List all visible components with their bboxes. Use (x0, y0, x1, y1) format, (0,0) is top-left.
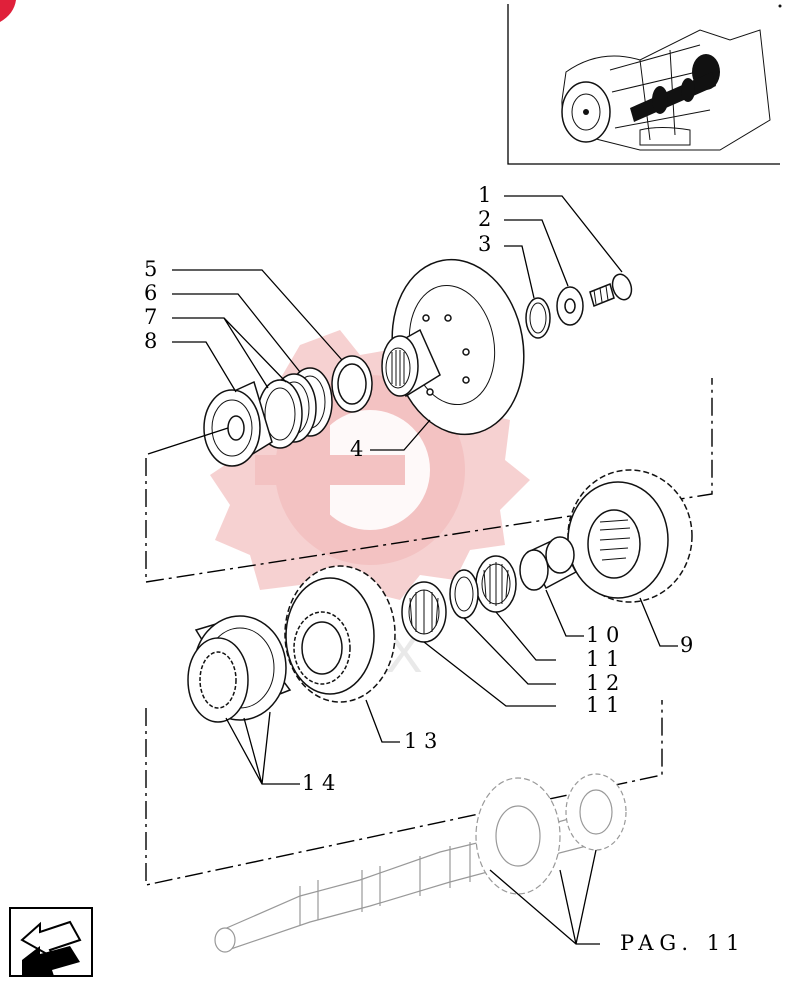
part-needle-bearing-a[interactable] (475, 555, 517, 613)
part-thrust-ring[interactable] (449, 569, 479, 619)
part-synchronizer[interactable] (187, 615, 292, 723)
part-needle-bearing-b[interactable] (401, 581, 447, 643)
callout-2: 2 (478, 207, 491, 231)
callout-8: 8 (144, 329, 157, 353)
part-bolt[interactable] (589, 272, 635, 308)
callout-7: 7 (144, 305, 157, 329)
part-sleeve[interactable] (519, 536, 578, 591)
inset-locator-view (507, 4, 782, 165)
callout-labels: 1 2 3 4 5 6 7 8 9 1 0 1 1 1 2 1 1 1 3 1 … (144, 183, 693, 795)
callout-5: 5 (144, 257, 157, 281)
main-shaft (214, 773, 627, 953)
callout-1: 1 (478, 183, 491, 207)
corner-mark (0, 0, 16, 22)
part-washer[interactable] (556, 286, 584, 326)
callout-6: 6 (144, 281, 157, 305)
arrow-down-left-icon[interactable] (9, 907, 93, 977)
callout-13: 1 3 (404, 729, 437, 753)
callout-11a: 1 1 (586, 647, 619, 671)
callout-9: 9 (680, 633, 693, 657)
callout-3: 3 (478, 232, 491, 256)
page-label: PAG. 11 (620, 931, 745, 955)
part-seal-ring[interactable] (331, 355, 373, 413)
part-gear[interactable] (284, 565, 396, 703)
part-flange-hub[interactable] (379, 249, 538, 445)
group-frame-top (145, 378, 713, 583)
leader-lines (147, 195, 678, 945)
part-o-ring[interactable] (525, 297, 551, 339)
part-bearing[interactable] (203, 380, 273, 467)
callout-11b: 1 1 (586, 693, 619, 717)
group-frame-bottom (145, 700, 663, 886)
callout-10: 1 0 (586, 623, 619, 647)
part-large-gear[interactable] (567, 469, 693, 603)
callout-14: 1 4 (302, 771, 335, 795)
callout-4: 4 (350, 437, 363, 461)
callout-12: 1 2 (586, 671, 619, 695)
